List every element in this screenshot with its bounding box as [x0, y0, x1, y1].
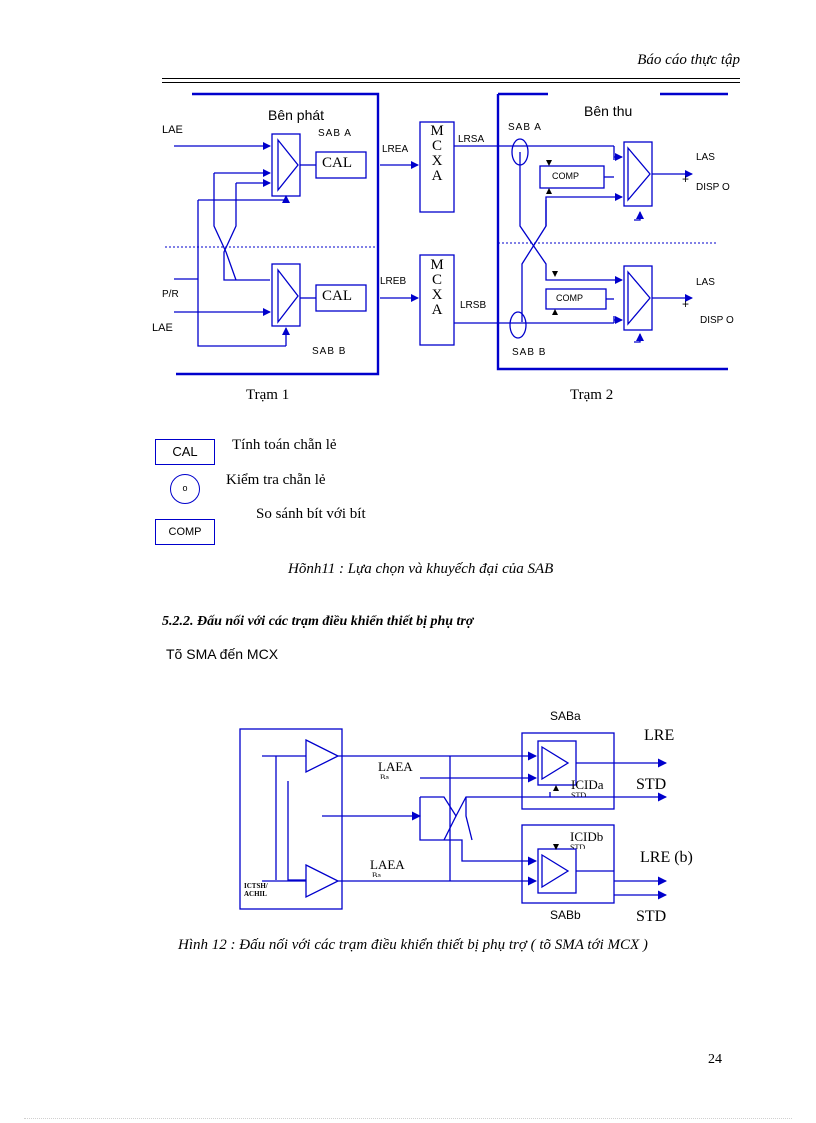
icidb-label: ICIDb	[570, 829, 604, 844]
achil-label: ACHIL	[244, 890, 267, 898]
dispo-top-label: DISP O	[696, 182, 730, 193]
mcxa-bottom-label: MCXA	[430, 257, 444, 318]
legend-cal-box: CAL	[155, 439, 215, 465]
pr-label: P/R	[162, 289, 179, 300]
lre-label: LRE	[644, 727, 675, 744]
section-heading: 5.2.2. Đấu nối với các trạm điều khiển t…	[162, 614, 474, 629]
legend-comp-box: COMP	[155, 519, 215, 545]
sabb-rx-label: SAB B	[512, 347, 547, 358]
laea-top-label: LAEA	[378, 759, 413, 774]
ba-bottom-label: Ba	[372, 871, 381, 877]
icida-label: ICIDa	[571, 777, 604, 792]
section-subtext: Tõ SMA đến MCX	[166, 646, 279, 662]
las-top-label: LAS	[696, 152, 715, 163]
lrea-label: LREA	[382, 144, 409, 155]
std-small-bottom: STD	[570, 843, 586, 849]
rx-frame	[496, 94, 728, 371]
mcxa-top-label: MCXA	[430, 123, 444, 184]
std-top-label: STD	[636, 776, 667, 793]
parity-check-bottom	[509, 311, 527, 339]
std-bottom-label: STD	[636, 908, 667, 925]
mcxa-top	[419, 121, 455, 213]
tx-frame	[176, 92, 380, 376]
station-2-label: Trạm 2	[570, 387, 614, 403]
figure-12-caption: Hình 12 : Đấu nối với các trạm điều khiể…	[178, 937, 648, 953]
lrsb-label: LRSB	[460, 300, 487, 311]
page-number: 24	[708, 1052, 722, 1067]
comp-bottom-label: COMP	[556, 293, 583, 303]
plus-bottom: +	[682, 297, 690, 311]
saba-label: SABa	[550, 709, 581, 723]
tx-selector-top	[271, 133, 301, 197]
plus-top: +	[682, 172, 690, 186]
legend-check-text: Kiểm tra chẵn lẻ	[226, 472, 326, 488]
ba-top-label: Ba	[380, 773, 389, 779]
ictsh-label: ICTSH/	[244, 882, 268, 890]
rx-title: Bên thu	[584, 103, 633, 119]
figure-11-caption: Hõnh11 : Lựa chọn và khuyếch đại của SAB	[288, 561, 554, 577]
lae-bottom-label: LAE	[152, 322, 173, 334]
std-small-top: STD	[571, 791, 587, 797]
saba-box	[521, 732, 615, 810]
lae-top-label: LAE	[162, 124, 183, 136]
las-bottom-label: LAS	[696, 277, 715, 288]
cal-bottom-label: CAL	[322, 288, 352, 304]
legend-comp-text: So sánh bít với bít	[256, 506, 366, 522]
comp-top-label: COMP	[552, 171, 579, 181]
mcxa-bottom	[419, 254, 455, 346]
saba-tx-label: SAB A	[318, 128, 352, 139]
lre-b-label: LRE (b)	[640, 849, 693, 866]
tx-selector-bottom	[271, 263, 301, 327]
station-1-label: Trạm 1	[246, 387, 290, 403]
tx-title: Bên phát	[268, 107, 325, 123]
laea-bottom-label: LAEA	[370, 857, 405, 872]
sabb-tx-label: SAB B	[312, 346, 347, 357]
header-title: Báo cáo thực tập	[637, 52, 740, 68]
page-bottom-divider	[24, 1118, 792, 1119]
legend-cal-text: Tính toán chẵn lẻ	[232, 437, 337, 453]
parity-check-icon: o	[170, 474, 200, 504]
sabb-label: SABb	[550, 908, 581, 922]
lrsa-label: LRSA	[458, 134, 485, 145]
header-rule-thin	[162, 82, 740, 83]
lreb-label: LREB	[380, 276, 407, 287]
saba-rx-label: SAB A	[508, 122, 542, 133]
figure-11-diagram	[165, 92, 728, 376]
header-rule	[162, 78, 740, 79]
dispo-bottom-label: DISP O	[700, 315, 734, 326]
cal-top-label: CAL	[322, 155, 352, 171]
